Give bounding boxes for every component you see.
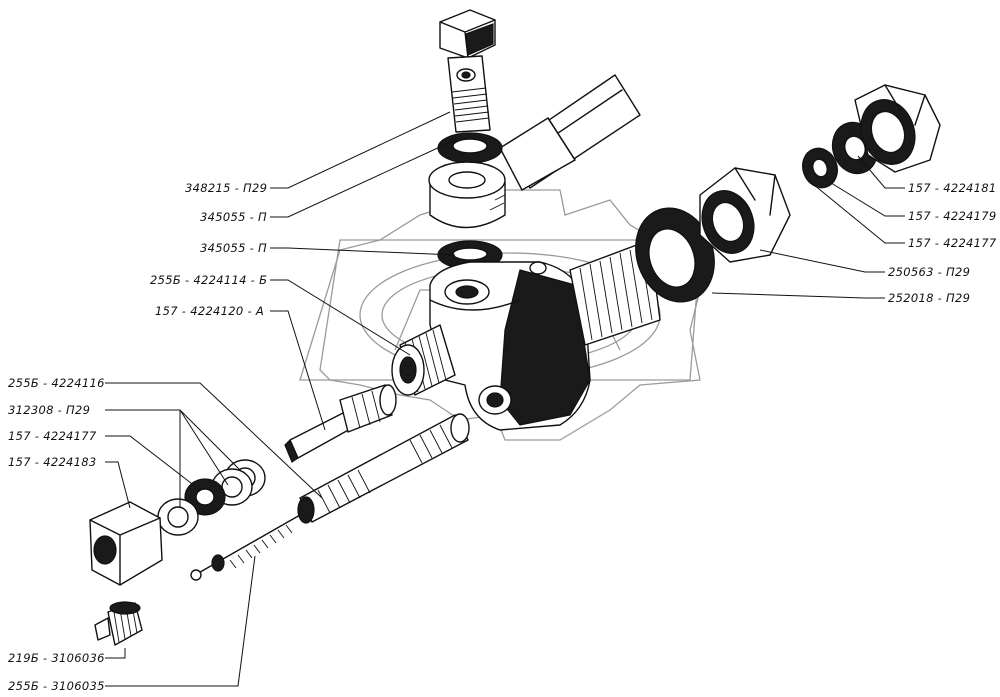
valve-body (391, 261, 591, 431)
label-4224177-left: 157 - 4224177 (8, 429, 97, 443)
label-4224181: 157 - 4224181 (908, 181, 997, 195)
label-4224177-right: 157 - 4224177 (908, 236, 997, 250)
label-345055-upper: 345055 - П (200, 210, 267, 224)
valve-stem (284, 384, 397, 463)
washer-4224177-left (184, 478, 226, 516)
banjo-bolt (439, 9, 496, 133)
banjo-fitting (428, 161, 506, 229)
threaded-tube (297, 413, 470, 524)
label-4224179: 157 - 4224179 (908, 209, 997, 223)
label-3106035: 255Б - 3106035 (8, 679, 105, 693)
label-250563: 250563 - П29 (888, 265, 970, 279)
label-4224116: 255Б - 4224116 (8, 376, 105, 390)
label-312308: 312308 - П29 (8, 403, 90, 417)
label-348215: 348215 - П29 (185, 181, 267, 195)
label-252018: 252018 - П29 (888, 291, 970, 305)
threaded-stub-right (569, 239, 661, 346)
cap-nut-4224181 (854, 84, 941, 173)
label-4224183: 157 - 4224183 (8, 455, 97, 469)
knurled-cap (94, 601, 143, 646)
hex-nut-4224183 (89, 501, 163, 586)
label-4224114: 255Б - 4224114 - Б (150, 273, 267, 287)
hex-nut-250563 (699, 167, 791, 263)
label-3106036: 219Б - 3106036 (8, 651, 105, 665)
washer-4224177-right (802, 147, 838, 189)
washer-upper (437, 132, 503, 164)
label-4224120: 157 - 4224120 - А (155, 304, 264, 318)
washer-252018 (635, 207, 715, 303)
valve-spring (190, 514, 301, 581)
leader-lines (105, 111, 905, 687)
fuel-pipe (499, 74, 641, 191)
washer-312308-c (157, 498, 199, 536)
label-345055-lower: 345055 - П (200, 241, 267, 255)
part-labels: 348215 - П29 345055 - П 345055 - П 255Б … (8, 181, 997, 693)
